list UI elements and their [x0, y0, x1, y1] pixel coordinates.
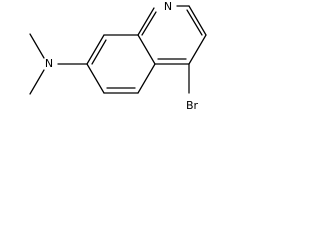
bond-c4a-c8a	[137, 34, 156, 65]
bond-c8a-n1-inner	[141, 11, 157, 36]
molecule-structure: N N Br	[29, 0, 207, 112]
bond-c8-c7-inner	[91, 39, 107, 65]
bond-c3-c4	[188, 34, 207, 65]
bond-c7-c6	[86, 63, 105, 94]
bond-c2-c3	[188, 5, 207, 36]
bond-c8a-n1	[137, 7, 155, 36]
bond-n-methyl-top	[29, 33, 45, 59]
atom-label-ring-nitrogen: N	[164, 0, 172, 13]
bond-n-methyl-bottom	[29, 69, 45, 95]
bond-c5-c4a	[137, 63, 156, 94]
bond-c8-c7	[86, 34, 105, 65]
bond-c2-c3-inner	[186, 9, 203, 36]
atom-label-amine-nitrogen: N	[45, 57, 53, 70]
atom-label-bromine: Br	[186, 99, 199, 112]
